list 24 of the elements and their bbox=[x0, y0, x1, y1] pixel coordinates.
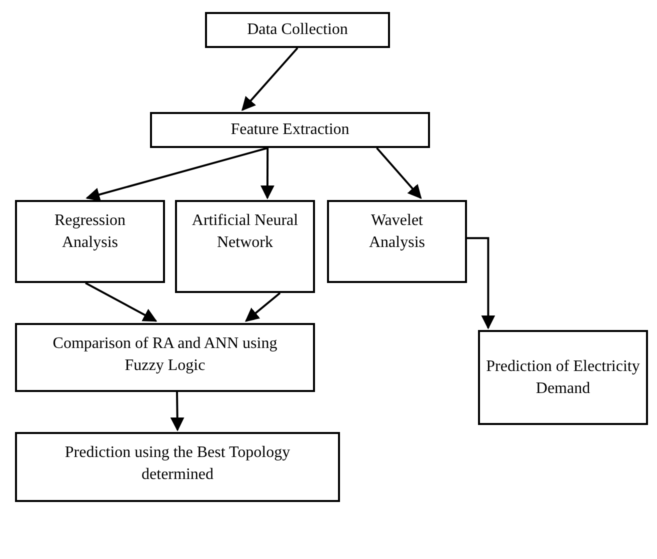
process-box bbox=[205, 12, 390, 48]
process-box bbox=[327, 200, 467, 283]
box-label: Feature Extraction bbox=[230, 120, 350, 140]
process-box bbox=[15, 432, 340, 502]
process-box bbox=[478, 330, 648, 425]
arrow bbox=[241, 47, 298, 112]
arrow bbox=[170, 392, 184, 432]
arrow bbox=[376, 147, 422, 200]
box-label: Prediction using the Best Topology determined bbox=[64, 443, 292, 485]
box-label: Prediction of Electricity Demand bbox=[485, 356, 641, 398]
process-box bbox=[15, 323, 315, 392]
process-box bbox=[175, 200, 315, 293]
arrow bbox=[85, 282, 158, 322]
arrow bbox=[467, 237, 496, 330]
box-label: Wavelet Analysis bbox=[368, 211, 426, 253]
process-box bbox=[15, 200, 165, 283]
arrow bbox=[260, 148, 274, 200]
box-label: Artificial Neural Network bbox=[190, 211, 300, 253]
box-label: Regression Analysis bbox=[53, 211, 127, 253]
arrow bbox=[244, 292, 281, 322]
box-label: Data Collection bbox=[247, 20, 348, 40]
box-label: Comparison of RA and ANN using Fuzzy Logic bbox=[52, 334, 278, 376]
process-box bbox=[150, 112, 430, 148]
arrow bbox=[86, 147, 268, 202]
